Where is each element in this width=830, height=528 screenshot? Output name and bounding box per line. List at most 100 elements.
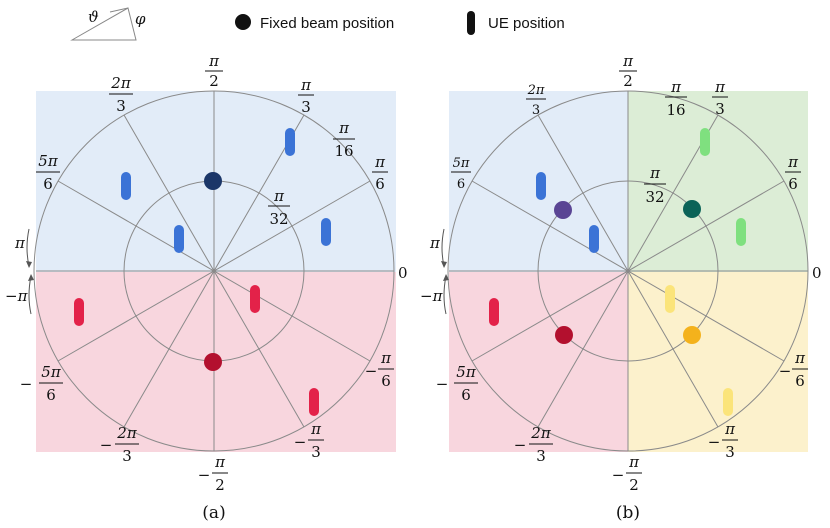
angle-label-neg-2pi-3: − 2π 3: [100, 424, 139, 465]
ue-marker: [321, 218, 331, 246]
ue-marker: [250, 285, 260, 313]
angle-label-neg-pi-3: − π 3: [708, 420, 738, 461]
svg-text:−: −: [365, 362, 378, 380]
angle-label-zero: 0: [398, 264, 408, 282]
svg-text:5π: 5π: [453, 156, 470, 171]
svg-text:3: 3: [532, 103, 540, 118]
angle-label-pi-3: π 3: [298, 76, 314, 116]
svg-text:−: −: [294, 433, 307, 451]
beam-marker: [204, 172, 222, 190]
ue-marker: [536, 172, 546, 200]
legend: ϑ φ Fixed beam position UE position: [70, 7, 565, 41]
fixed-beam-legend-icon: [235, 14, 251, 30]
arrow-pi: [441, 228, 445, 267]
arrow-pi: [26, 228, 30, 267]
svg-text:π: π: [714, 78, 726, 96]
svg-text:π: π: [208, 52, 220, 70]
svg-text:6: 6: [43, 175, 53, 193]
svg-text:6: 6: [46, 386, 56, 404]
polar-grid: [33, 90, 395, 452]
ue-legend-icon: [467, 11, 475, 35]
svg-text:16: 16: [666, 101, 685, 119]
angle-label-neg-pi-6: − π 6: [779, 349, 808, 390]
angle-label-pi-32: π 32: [644, 164, 666, 206]
angle-label-pi-3: π 3: [712, 78, 728, 118]
svg-text:π: π: [374, 153, 386, 171]
svg-text:π: π: [273, 187, 285, 205]
svg-text:π: π: [787, 153, 799, 171]
angle-label-pi-16: π 16: [333, 119, 355, 160]
region-upper-right-green: [628, 91, 808, 272]
svg-text:3: 3: [116, 97, 126, 115]
svg-text:2π: 2π: [530, 424, 552, 442]
svg-text:2: 2: [623, 72, 633, 90]
ue-marker: [309, 388, 319, 416]
angle-label-pi-6: π 6: [785, 153, 801, 193]
svg-text:5π: 5π: [456, 363, 477, 381]
angle-label-top: π 2: [619, 52, 637, 90]
svg-text:π: π: [794, 349, 806, 367]
panel-a: π 2 2π 3 π 3 π 16 5π 6 π 6: [5, 52, 408, 523]
ue-legend-label: UE position: [488, 15, 565, 32]
ue-marker: [174, 225, 184, 253]
beam-marker: [554, 201, 572, 219]
svg-text:π: π: [214, 453, 226, 471]
ue-marker: [723, 388, 733, 416]
angle-label-pi-16: π 16: [665, 78, 687, 119]
beam-marker: [683, 326, 701, 344]
ue-marker: [285, 128, 295, 156]
svg-text:π: π: [628, 453, 640, 471]
svg-text:6: 6: [457, 177, 465, 192]
svg-text:2π: 2π: [527, 83, 545, 98]
angle-label-pi: π: [14, 234, 26, 252]
svg-text:2π: 2π: [116, 424, 138, 442]
svg-text:6: 6: [381, 372, 391, 390]
angle-label-2pi-3: 2π 3: [526, 83, 546, 118]
svg-text:3: 3: [301, 98, 311, 116]
svg-text:32: 32: [269, 210, 288, 228]
theta-symbol: ϑ: [88, 8, 99, 26]
svg-text:2: 2: [629, 476, 639, 494]
phi-symbol: φ: [135, 10, 146, 28]
angle-triangle-icon: ϑ φ: [70, 7, 146, 41]
svg-text:−: −: [198, 466, 211, 484]
polar-grid: [447, 90, 809, 452]
ue-markers: [489, 128, 746, 416]
svg-text:−: −: [100, 436, 113, 454]
svg-text:π: π: [338, 119, 350, 137]
svg-text:3: 3: [725, 443, 735, 461]
ue-markers: [74, 128, 331, 416]
svg-text:π: π: [670, 78, 682, 96]
svg-text:−: −: [436, 375, 449, 393]
svg-text:π: π: [724, 420, 736, 438]
svg-text:π: π: [649, 164, 661, 182]
svg-text:5π: 5π: [38, 152, 59, 170]
ue-marker: [489, 298, 499, 326]
svg-text:−: −: [514, 436, 527, 454]
svg-text:3: 3: [122, 447, 132, 465]
svg-text:3: 3: [715, 100, 725, 118]
angle-label-neg-pi-6: − π 6: [365, 349, 394, 390]
angle-label-5pi-6: 5π 6: [451, 156, 471, 192]
svg-text:6: 6: [795, 372, 805, 390]
svg-text:−: −: [779, 362, 792, 380]
region-lower-left-red: [449, 272, 628, 452]
svg-text:−: −: [20, 375, 33, 393]
svg-text:6: 6: [375, 175, 385, 193]
arrow-neg-pi: [443, 275, 447, 315]
angle-label-5pi-6: 5π 6: [36, 152, 60, 193]
beam-marker: [204, 353, 222, 371]
svg-text:3: 3: [536, 447, 546, 465]
ue-marker: [700, 128, 710, 156]
svg-text:6: 6: [788, 175, 798, 193]
svg-text:32: 32: [645, 188, 664, 206]
fixed-beam-legend-label: Fixed beam position: [260, 15, 394, 32]
angle-label-neg-pi-2: − π 2: [612, 453, 642, 494]
beam-marker: [683, 200, 701, 218]
angle-label-neg-pi-3: − π 3: [294, 420, 324, 461]
angle-label-top: π 2: [205, 52, 223, 90]
beam-marker: [555, 326, 573, 344]
ue-marker: [121, 172, 131, 200]
angle-label-neg-5pi-6: − 5π 6: [436, 363, 478, 404]
